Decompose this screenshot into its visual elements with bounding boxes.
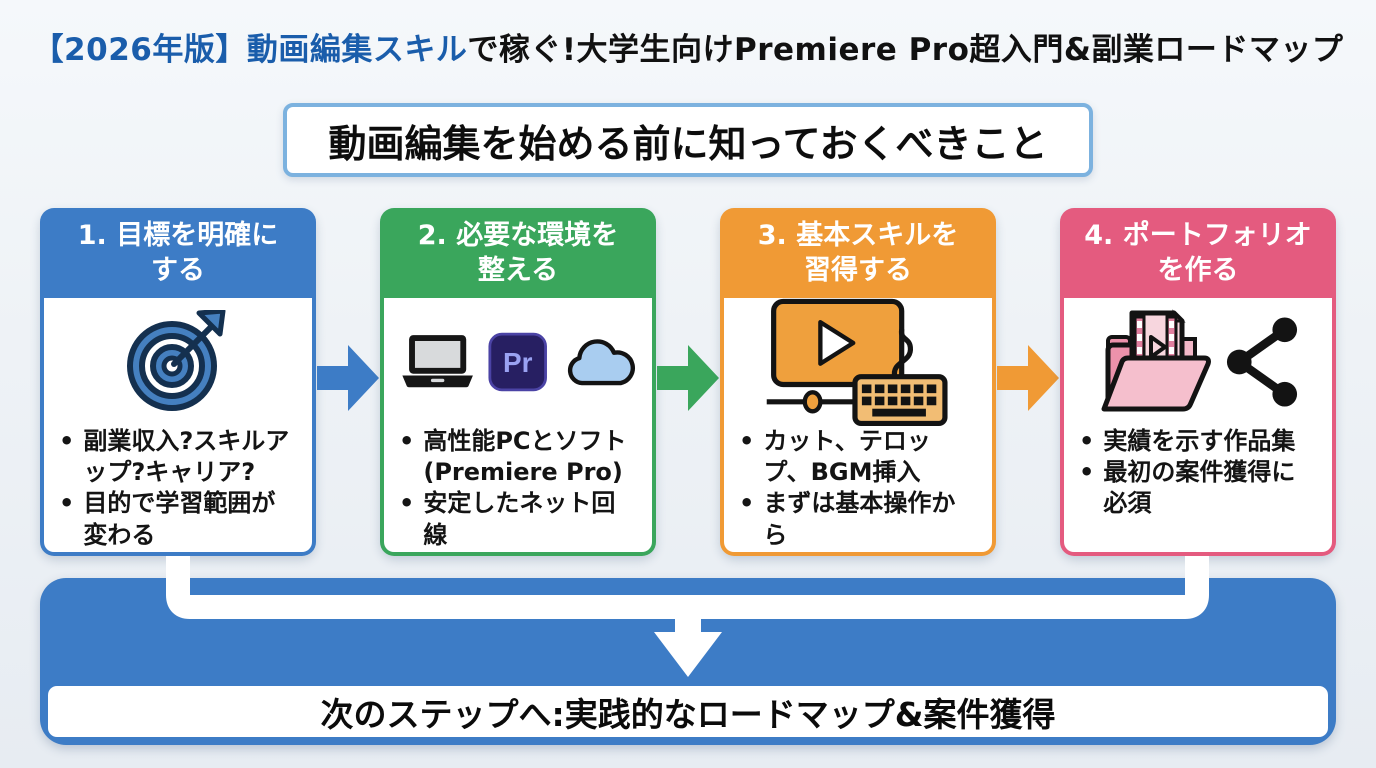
step-1-bullets: 副業収入?スキルアップ?キャリア? 目的で学習範囲が変わる: [59, 426, 297, 551]
premiere-pro-logo-text: Pr: [503, 347, 533, 378]
arrow-step2-to-step3: [657, 345, 719, 411]
step-1-icons: [59, 302, 297, 422]
premiere-pro-icon: Pr: [488, 332, 548, 392]
step-3-header: 3. 基本スキルを 習得する: [720, 208, 996, 298]
arrow-step1-to-step2: [317, 345, 379, 411]
title-rest: で稼ぐ!大学生向けPremiere Pro超入門&副業ロードマップ: [467, 32, 1344, 68]
step-4-body: 実績を示す作品集 最初の案件獲得に必須: [1060, 298, 1336, 556]
step-card-1: 1. 目標を明確に する 副業収入?スキルアップ?キャリア?: [40, 208, 316, 556]
step-1-title-line2: する: [151, 255, 205, 286]
step-4-title-line2: を作る: [1157, 255, 1239, 286]
step-1-title-line1: 1. 目標を明確に: [77, 219, 279, 251]
step-1-body: 副業収入?スキルアップ?キャリア? 目的で学習範囲が変わる: [40, 298, 316, 556]
page-title: 【2026年版】動画編集スキルで稼ぐ!大学生向けPremiere Pro超入門&…: [0, 24, 1376, 69]
bullet-item: カット、テロップ、BGM挿入: [739, 426, 977, 488]
step-3-icons: [739, 298, 977, 427]
right-arrow-icon: [657, 345, 719, 411]
keyboard-icon: [852, 327, 948, 427]
cloud-icon: [567, 339, 635, 386]
step-3-title-line2: 習得する: [804, 255, 912, 286]
bullet-item: 目的で学習範囲が変わる: [59, 488, 297, 550]
bullet-item: 副業収入?スキルアップ?キャリア?: [59, 426, 297, 488]
step-card-4: 4. ポートフォリオ を作る: [1060, 208, 1336, 556]
video-player-icon: [766, 298, 905, 414]
step-4-header: 4. ポートフォリオ を作る: [1060, 208, 1336, 298]
step-2-header: 2. 必要な環境を 整える: [380, 208, 656, 298]
steps-row: 1. 目標を明確に する 副業収入?スキルアップ?キャリア?: [40, 208, 1336, 556]
right-arrow-icon: [997, 345, 1059, 411]
step-2-body: Pr 高性能PCとソフト(Premiere Pro) 安定したネット回線: [380, 298, 656, 556]
step-3-body: カット、テロップ、BGM挿入 まずは基本操作から: [720, 298, 996, 556]
step-2-title-line2: 整える: [477, 255, 559, 286]
portfolio-folder-icon: [1101, 309, 1211, 412]
bullet-item: 高性能PCとソフト(Premiere Pro): [399, 426, 637, 488]
step-2-title-line1: 2. 必要な環境を: [417, 219, 619, 251]
section-heading-box: 動画編集を始める前に知っておくべきこと: [283, 103, 1093, 177]
title-highlight: 【2026年版】動画編集スキル: [32, 32, 468, 68]
target-icon: [127, 310, 226, 411]
next-step-label: 次のステップへ:実践的なロードマップ&案件獲得: [320, 694, 1056, 734]
step-4-title-line1: 4. ポートフォリオ: [1084, 219, 1312, 251]
step-1-header: 1. 目標を明確に する: [40, 208, 316, 298]
step-2-icons: Pr: [399, 302, 637, 422]
step-4-icons: [1079, 302, 1317, 422]
step-4-bullets: 実績を示す作品集 最初の案件獲得に必須: [1079, 426, 1317, 520]
bullet-item: 最初の案件獲得に必須: [1079, 457, 1317, 519]
step-3-bullets: カット、テロップ、BGM挿入 まずは基本操作から: [739, 426, 977, 551]
bullet-item: 実績を示す作品集: [1079, 426, 1317, 457]
share-icon: [1226, 317, 1298, 407]
section-heading: 動画編集を始める前に知っておくべきこと: [328, 121, 1048, 166]
step-card-3: 3. 基本スキルを 習得する: [720, 208, 996, 556]
arrow-step3-to-step4: [997, 345, 1059, 411]
laptop-icon: [402, 335, 473, 388]
right-arrow-icon: [317, 345, 379, 411]
bullet-item: 安定したネット回線: [399, 488, 637, 550]
next-step-label-bar: 次のステップへ:実践的なロードマップ&案件獲得: [48, 686, 1328, 737]
step-2-bullets: 高性能PCとソフト(Premiere Pro) 安定したネット回線: [399, 426, 637, 551]
video-editing-icons: [766, 298, 948, 427]
step-card-2: 2. 必要な環境を 整える Pr: [380, 208, 656, 556]
step-3-title-line1: 3. 基本スキルを: [757, 219, 959, 251]
bullet-item: まずは基本操作から: [739, 488, 977, 550]
